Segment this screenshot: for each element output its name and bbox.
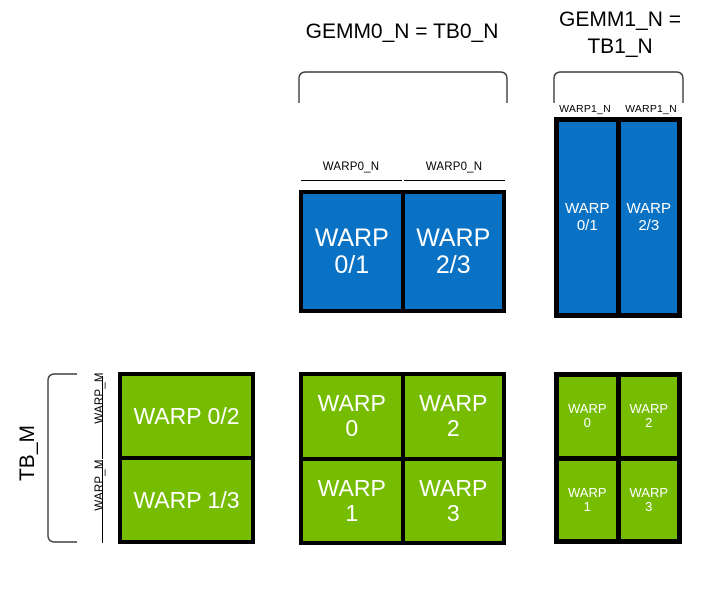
block-tb-m-green: WARP 0/2 WARP 1/3	[118, 372, 255, 544]
bracket-gemm1-n	[553, 70, 684, 104]
bracket-gemm0-n	[298, 70, 508, 104]
tick-rule-warp-m-top	[102, 376, 103, 459]
cell-gemm1-warp-0-1[interactable]: WARP 0/1	[559, 122, 616, 313]
heading-gemm1-n: GEMM1_N = TB1_N	[559, 8, 681, 58]
block-gemm1-blue: WARP 0/1 WARP 2/3	[554, 117, 682, 318]
cell-gemm0-warp-2[interactable]: WARP 2	[404, 376, 502, 457]
block-gemm0-green: WARP 0 WARP 2 WARP 1 WARP 3	[299, 372, 506, 545]
cell-gemm1-warp-2-3[interactable]: WARP 2/3	[620, 122, 677, 313]
heading-gemm0-n: GEMM0_N = TB0_N	[305, 20, 499, 43]
block-gemm0-blue: WARP 0/1 WARP 2/3	[299, 190, 506, 313]
cell-gemm0-warp-0[interactable]: WARP 0	[303, 376, 401, 457]
label-tb-m: TB_M	[16, 425, 39, 482]
tick-rule-warp0-n-left	[301, 180, 402, 181]
cell-gemm1-warp-1[interactable]: WARP 1	[559, 460, 616, 539]
cell-warp-1-3[interactable]: WARP 1/3	[122, 460, 251, 540]
cell-gemm0-warp-0-1[interactable]: WARP 0/1	[303, 194, 401, 309]
bracket-tb-m	[46, 373, 78, 543]
cell-gemm0-warp-3[interactable]: WARP 3	[404, 460, 502, 541]
cell-gemm1-warp-2[interactable]: WARP 2	[620, 377, 677, 456]
cell-gemm0-warp-2-3[interactable]: WARP 2/3	[404, 194, 502, 309]
tick-rule-warp-m-bottom	[102, 460, 103, 543]
tick-warp1-n-right: WARP1_N	[625, 103, 677, 115]
cell-gemm1-warp-0[interactable]: WARP 0	[559, 377, 616, 456]
block-gemm1-green: WARP 0 WARP 2 WARP 1 WARP 3	[554, 372, 682, 544]
cell-gemm1-warp-3[interactable]: WARP 3	[620, 460, 677, 539]
cell-warp-0-2[interactable]: WARP 0/2	[122, 376, 251, 456]
tick-warp1-n-left: WARP1_N	[559, 103, 611, 115]
tick-warp0-n-left: WARP0_N	[322, 161, 380, 173]
tick-warp0-n-right: WARP0_N	[425, 161, 483, 173]
cell-gemm0-warp-1[interactable]: WARP 1	[303, 460, 401, 541]
tick-rule-warp0-n-right	[404, 180, 505, 181]
